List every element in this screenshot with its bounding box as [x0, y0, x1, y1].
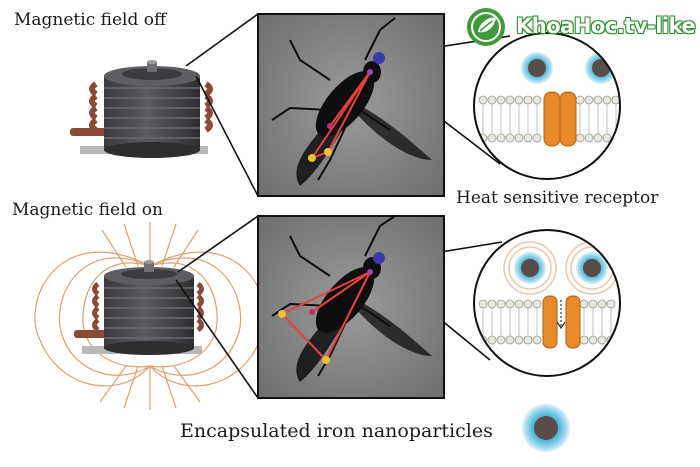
field-lines	[34, 222, 266, 410]
fly-photo-on	[257, 215, 445, 399]
fly-photo-off	[257, 13, 445, 197]
receptor-open-icon	[542, 295, 581, 349]
ion-flow-arrow-icon	[556, 300, 566, 330]
label-nanoparticles: Encapsulated iron nanoparticles	[180, 420, 493, 442]
leaf-globe-logo-icon	[467, 8, 505, 46]
label-field-on: Magnetic field on	[12, 200, 163, 220]
nanoparticle-icon	[522, 404, 570, 452]
coil-off-icon	[70, 60, 213, 158]
logo-text: KhoaHoc.tv-like	[516, 14, 696, 38]
receptor-closed-icon	[543, 91, 577, 147]
label-heat-receptor: Heat sensitive receptor	[456, 188, 659, 208]
receptor-closed-circle	[473, 32, 621, 180]
receptor-open-circle	[473, 229, 621, 377]
coil-on-icon	[74, 260, 204, 355]
label-field-off: Magnetic field off	[14, 10, 167, 30]
site-logo: KhoaHoc.tv-like	[464, 4, 700, 50]
